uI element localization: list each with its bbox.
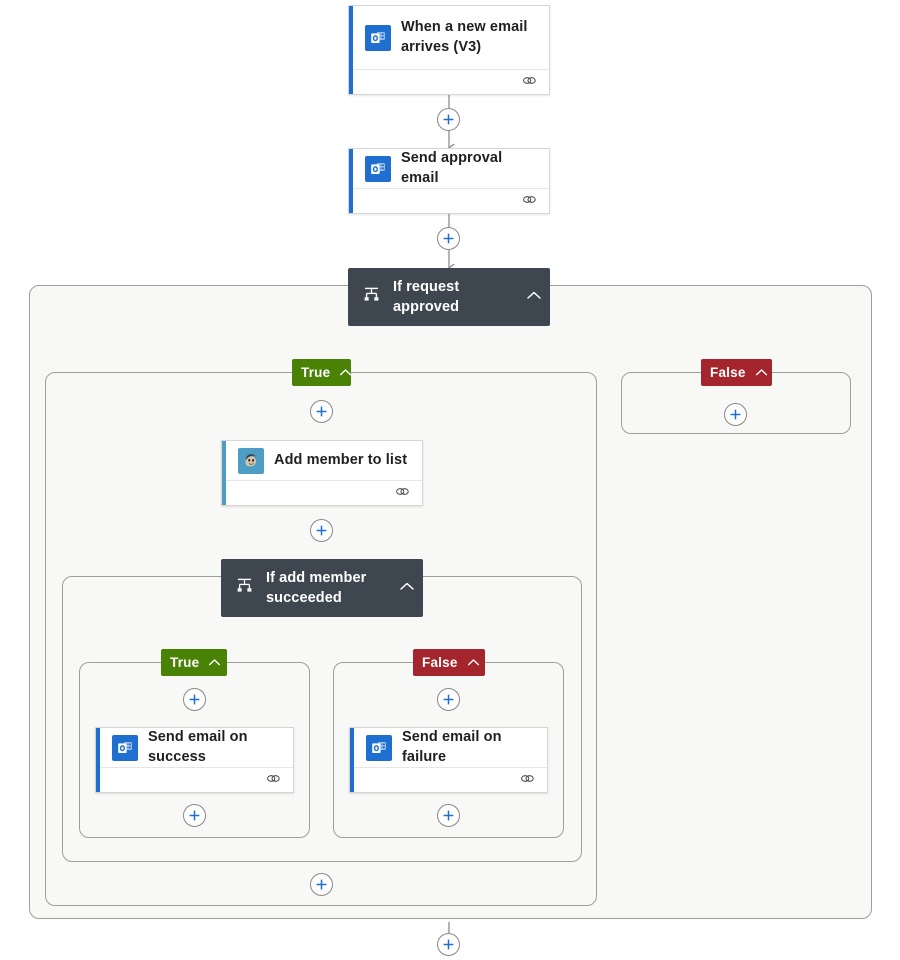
branch-badge-label: True: [301, 365, 331, 380]
card-accent-bar: [96, 728, 100, 792]
card-accent-bar: [349, 149, 353, 213]
condition-title: If request approved: [393, 278, 460, 315]
plus-icon: [316, 879, 327, 890]
chevron-up-icon[interactable]: [399, 579, 415, 597]
card-footer: [96, 767, 293, 792]
condition-node-if-request-approved[interactable]: If request approved: [348, 268, 550, 326]
plus-icon: [189, 694, 200, 705]
add-step-button-after-send-approval-email[interactable]: [437, 227, 460, 250]
plus-icon: [443, 114, 454, 125]
branch-badge-outer-false[interactable]: False: [701, 359, 772, 386]
card-footer: [350, 767, 547, 792]
branch-badge-label: False: [710, 365, 746, 380]
card-title: Send email on failure: [402, 728, 502, 765]
mailchimp-icon: [238, 447, 264, 474]
add-step-button-inner-true-last[interactable]: [183, 804, 206, 827]
card-header: Add member to list: [222, 441, 422, 480]
plus-icon: [443, 694, 454, 705]
card-accent-bar: [349, 6, 353, 94]
condition-icon: [235, 576, 254, 600]
add-step-button-after-add-member[interactable]: [310, 519, 333, 542]
chevron-up-icon[interactable]: [526, 288, 542, 306]
card-header: Send email on success: [96, 728, 293, 767]
outlook-icon: [365, 24, 391, 51]
plus-icon: [189, 810, 200, 821]
branch-badge-inner-true[interactable]: True: [161, 649, 227, 676]
card-title: When a new email arrives (V3): [401, 18, 528, 55]
plus-icon: [443, 810, 454, 821]
chevron-up-icon[interactable]: [339, 364, 352, 382]
card-title: Send email on success: [148, 728, 248, 765]
add-step-button-after-outer-condition[interactable]: [437, 933, 460, 956]
plus-icon: [443, 939, 454, 950]
card-title: Send approval email: [401, 149, 503, 186]
branch-badge-inner-false[interactable]: False: [413, 649, 485, 676]
plus-icon: [316, 525, 327, 536]
link-icon[interactable]: [395, 484, 410, 502]
add-step-button-inner-false-last[interactable]: [437, 804, 460, 827]
card-accent-bar: [222, 441, 226, 505]
plus-icon: [730, 409, 741, 420]
add-step-button-outer-true-last[interactable]: [310, 873, 333, 896]
chevron-up-icon[interactable]: [755, 364, 768, 382]
trigger-card-when-a-new-email-arrives[interactable]: When a new email arrives (V3): [348, 5, 550, 95]
chevron-up-icon[interactable]: [208, 654, 221, 672]
link-icon[interactable]: [266, 771, 281, 789]
card-header: When a new email arrives (V3): [349, 6, 549, 69]
link-icon[interactable]: [522, 192, 537, 210]
card-header: Send email on failure: [350, 728, 547, 767]
plus-icon: [316, 406, 327, 417]
condition-node-if-add-member-succeeded[interactable]: If add member succeeded: [221, 559, 423, 617]
card-accent-bar: [350, 728, 354, 792]
action-card-add-member-to-list[interactable]: Add member to list: [221, 440, 423, 506]
card-header: Send approval email: [349, 149, 549, 188]
card-footer: [349, 69, 549, 94]
link-icon[interactable]: [520, 771, 535, 789]
link-icon[interactable]: [522, 73, 537, 91]
branch-badge-label: True: [170, 655, 200, 670]
outlook-icon: [366, 734, 392, 761]
add-step-button-outer-false-first[interactable]: [724, 403, 747, 426]
plus-icon: [443, 233, 454, 244]
chevron-up-icon[interactable]: [467, 654, 480, 672]
action-card-send-approval-email[interactable]: Send approval email: [348, 148, 550, 214]
card-footer: [349, 188, 549, 213]
add-step-button-outer-true-first[interactable]: [310, 400, 333, 423]
action-card-send-email-on-failure[interactable]: Send email on failure: [349, 727, 548, 793]
add-step-button-inner-false-first[interactable]: [437, 688, 460, 711]
branch-badge-outer-true[interactable]: True: [292, 359, 352, 386]
add-step-button-after-trigger[interactable]: [437, 108, 460, 131]
condition-title: If add member succeeded: [266, 569, 367, 606]
card-footer: [222, 480, 422, 505]
condition-icon: [362, 285, 381, 309]
branch-badge-label: False: [422, 655, 458, 670]
outlook-icon: [365, 155, 391, 182]
add-step-button-inner-true-first[interactable]: [183, 688, 206, 711]
action-card-send-email-on-success[interactable]: Send email on success: [95, 727, 294, 793]
card-title: Add member to list: [274, 451, 408, 468]
outlook-icon: [112, 734, 138, 761]
